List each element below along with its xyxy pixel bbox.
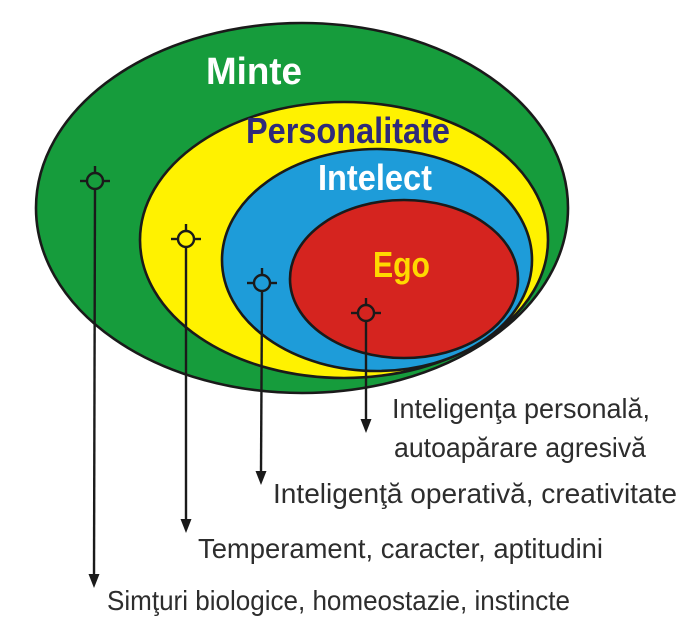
arrowhead-icon	[88, 574, 100, 588]
ellipse-shapes	[34, 21, 570, 395]
region-labels: Minte Personalitate Intelect Ego	[206, 51, 450, 285]
arrow-ego	[351, 298, 381, 433]
label-minte: Minte	[206, 51, 302, 93]
annotation-intelect: Inteligenţă operativă, creativitate	[273, 478, 677, 509]
arrow-minte	[80, 166, 110, 588]
annotation-labels: Inteligenţa personală, autoapărare agres…	[107, 393, 677, 616]
pointer-arrows	[80, 166, 381, 588]
arrow-personalitate	[171, 224, 201, 533]
annotation-personalitate: Temperament, caracter, aptitudini	[198, 533, 603, 564]
annotation-ego-line2: autoapărare agresivă	[394, 432, 646, 463]
ellipse-ego	[288, 198, 520, 360]
label-personalitate: Personalitate	[246, 110, 450, 151]
arrowhead-icon	[180, 519, 192, 533]
arrowhead-icon	[255, 471, 267, 485]
label-intelect: Intelect	[318, 157, 432, 198]
annotation-minte: Simţuri biologice, homeostazie, instinct…	[107, 585, 570, 616]
arrow-intelect	[247, 268, 277, 485]
arrowhead-icon	[360, 419, 372, 433]
label-ego: Ego	[373, 244, 430, 285]
annotation-ego-line1: Inteligenţa personală,	[392, 393, 650, 424]
